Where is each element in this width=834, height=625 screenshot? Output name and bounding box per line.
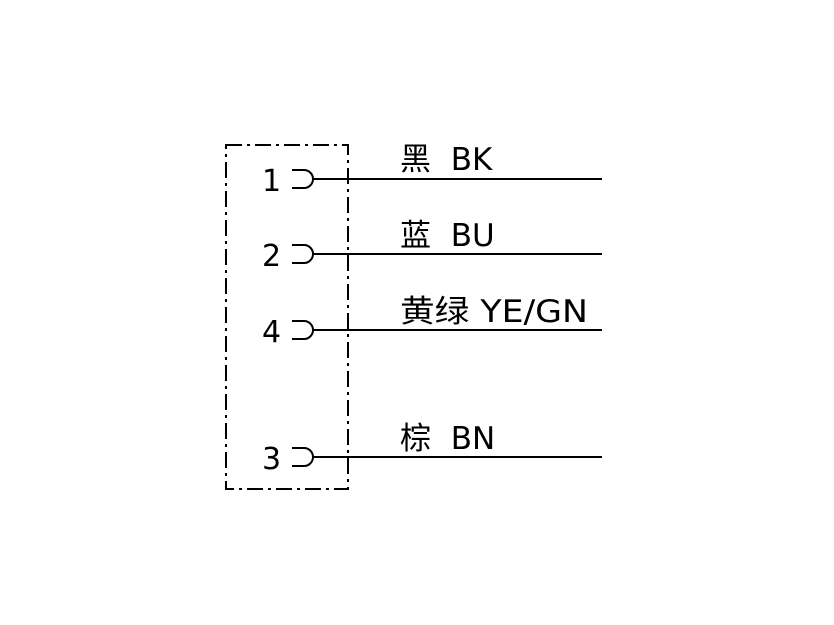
pin-row-2: 2 蓝 BU (262, 218, 602, 274)
wire-color-label: 棕 BN (400, 421, 495, 457)
pin-number: 1 (262, 164, 281, 199)
pin-socket-icon (292, 447, 314, 467)
pin-row-4: 4 黄绿 YE/GN (262, 294, 602, 350)
wire-color-label: 蓝 BU (400, 218, 495, 254)
pin-socket-icon (292, 244, 314, 264)
pin-number: 4 (262, 315, 281, 350)
pin-number: 2 (262, 239, 281, 274)
pin-row-3: 3 棕 BN (262, 421, 602, 477)
pin-socket-icon (292, 320, 314, 340)
pin-row-1: 1 黑 BK (262, 142, 602, 199)
pin-number: 3 (262, 442, 281, 477)
wire-color-label: 黑 BK (400, 142, 493, 178)
connector-housing (225, 144, 349, 490)
wire-color-label: 黄绿 YE/GN (400, 294, 588, 330)
pin-socket-icon (292, 169, 314, 189)
